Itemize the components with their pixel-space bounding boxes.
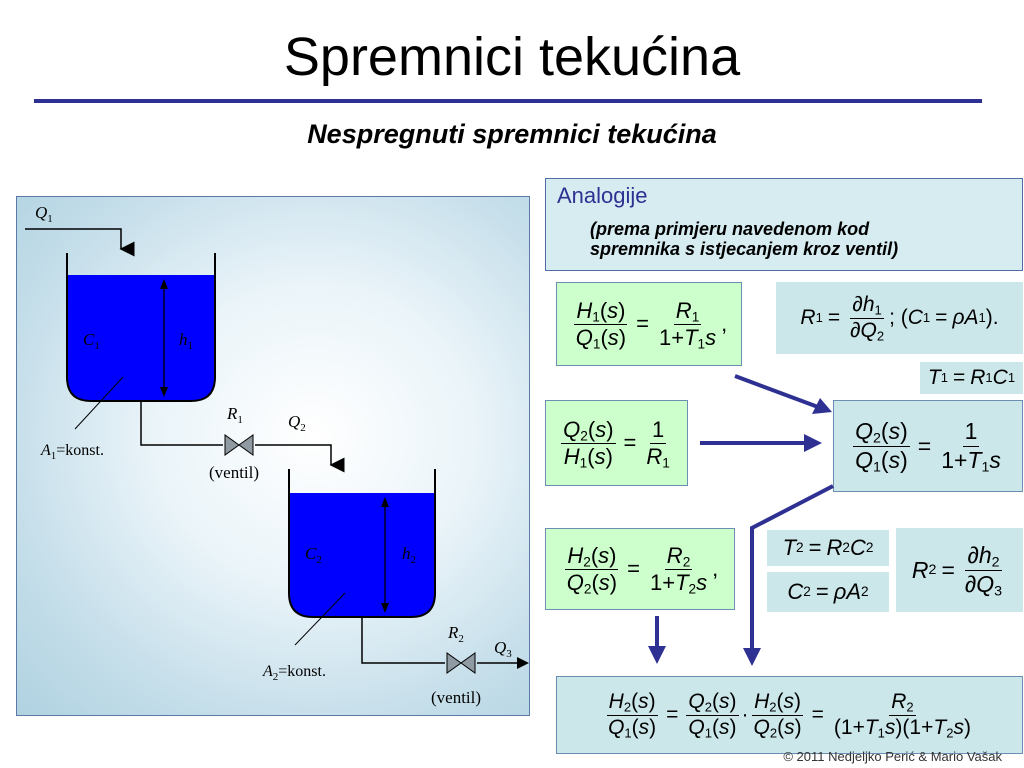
h2-arrow-bottom	[381, 603, 389, 613]
equation-h2-q2: H2(s) Q2(s) = R2 1+T2s ,	[545, 528, 735, 610]
tank-diagram: Q1 C1 h1 A1=konst. R1 Q2 (ventil) C2 h2 …	[16, 196, 530, 716]
outflow-pipe-2	[361, 617, 445, 664]
ventil-2-label: (ventil)	[431, 688, 481, 707]
c2-label: C2	[305, 544, 322, 566]
page-subtitle: Nespregnuti spremnici tekućina	[307, 119, 717, 149]
eq1-rhs-fraction: R1 1+T1s	[658, 297, 717, 351]
tank1-liquid	[67, 275, 215, 401]
r2-label: R2	[447, 623, 464, 645]
analogy-note-line2: spremnika s istjecanjem kroz ventil)	[590, 239, 899, 259]
tank2-liquid	[289, 493, 435, 617]
analogy-heading: Analogije	[557, 183, 648, 208]
arrow-eq6-to-final-head	[648, 646, 666, 664]
analogy-box: Analogije (prema primjeru navedenom kod …	[545, 178, 1023, 271]
h2-arrow-top	[381, 497, 389, 507]
q2-label: Q2	[288, 412, 306, 434]
a1-label: A1=konst.	[40, 442, 104, 462]
eq9-fraction: ∂h2 ∂Q3	[964, 542, 1003, 600]
valve-1-icon	[224, 434, 254, 456]
a2-leader-line	[294, 592, 346, 646]
c1-label: C1	[83, 330, 100, 352]
eq10-term3: H2(s) Q2(s)	[752, 689, 804, 740]
q1-label: Q1	[35, 203, 53, 225]
eq5-lhs-fraction: Q2(s) Q1(s)	[853, 418, 910, 476]
page-title: Spremnici tekućina	[283, 27, 741, 87]
inflow-q1-arrow	[25, 228, 135, 257]
h1-arrow-bottom	[160, 387, 168, 397]
equation-q2-h1: Q2(s) H1(s) = 1 R1	[545, 400, 688, 486]
eq4-rhs-fraction: 1 R1	[646, 416, 670, 470]
analogy-note: (prema primjeru navedenom kod spremnika …	[590, 219, 898, 259]
eq5-rhs-fraction: 1 1+T1s	[941, 418, 1001, 476]
eq6-rhs-fraction: R2 1+T2s	[649, 542, 708, 596]
tank-diagram-svg: Q1 C1 h1 A1=konst. R1 Q2 (ventil) C2 h2 …	[25, 203, 529, 707]
valve-2-icon	[446, 652, 476, 674]
arrow-eq1-to-eq5-head	[812, 398, 832, 414]
h1-label: h1	[179, 330, 193, 352]
q3-label: Q3	[494, 638, 512, 660]
analogy-note-line1: (prema primjeru navedenom kod	[590, 219, 870, 239]
h1-arrow-top	[160, 279, 168, 289]
outflow-q3-arrowhead	[517, 657, 529, 669]
arrow-eq4-to-eq5-head	[804, 434, 822, 452]
a2-label: A2=konst.	[262, 663, 326, 683]
eq1-lhs-fraction: H1(s) Q1(s)	[574, 297, 628, 351]
h2-label: h2	[402, 544, 416, 566]
arrow-eq1-to-eq5	[734, 374, 819, 409]
a1-leader-line	[74, 376, 124, 430]
copyright-footer: © 2011 Nedjeljko Perić & Mario Vašak	[783, 749, 1002, 764]
equation-q2-q1: Q2(s) Q1(s) = 1 1+T1s	[833, 400, 1023, 492]
ventil-1-label: (ventil)	[209, 463, 259, 482]
outflow-pipe-1	[140, 401, 223, 446]
eq10-term2: Q2(s) Q1(s)	[686, 689, 739, 740]
eq10-term1: H2(s) Q1(s)	[606, 689, 658, 740]
arrow-eq5-to-final	[750, 484, 834, 650]
eq2-fraction: ∂h1 ∂Q2	[850, 292, 885, 343]
arrow-eq5-to-final-head	[743, 648, 761, 666]
title-divider	[34, 99, 982, 103]
eq6-lhs-fraction: H2(s) Q2(s)	[565, 542, 619, 596]
eq4-lhs-fraction: Q2(s) H1(s)	[561, 416, 616, 470]
outflow-q2-arrow	[255, 444, 345, 473]
equation-h2-q1-final: H2(s) Q1(s) = Q2(s) Q1(s) · H2(s) Q2(s) …	[556, 676, 1023, 754]
r1-label: R1	[226, 404, 243, 426]
equation-h1-q1: H1(s) Q1(s) = R1 1+T1s ,	[556, 282, 742, 366]
eq10-result: R2 (1+T1s)(1+T2s)	[833, 689, 971, 740]
